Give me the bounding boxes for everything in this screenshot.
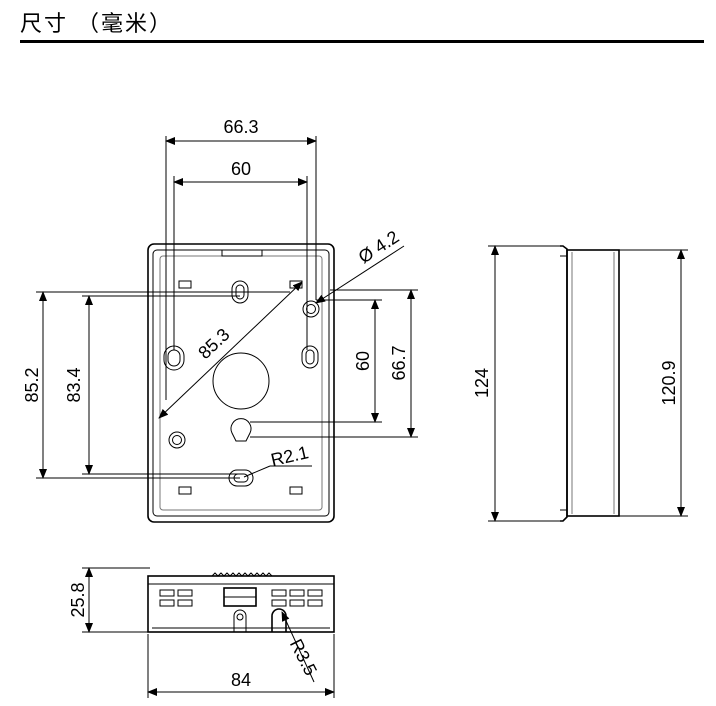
label-diameter: Ø 4.2: [355, 227, 403, 268]
leader-r3-5: [281, 611, 315, 683]
screw-post: [233, 609, 247, 632]
side-cover: [566, 249, 620, 517]
hole-left-lower: [168, 431, 186, 449]
label-120-9: 120.9: [659, 360, 679, 405]
slot-top-right: [289, 280, 303, 289]
label-r3-5: R3.5: [286, 636, 321, 679]
hole-left-lower-inner: [172, 435, 182, 445]
front-outer-frame: [147, 243, 335, 523]
hole-right-upper-inner: [306, 304, 316, 314]
slot-bottom-right: [289, 486, 303, 495]
keyhole-left-inner: [167, 349, 181, 367]
side-view: 124 120.9: [472, 245, 688, 522]
label-66-7: 66.7: [389, 345, 409, 380]
slot-top-left: [178, 280, 192, 289]
label-66-3: 66.3: [223, 117, 258, 137]
page-title: 尺寸 （毫米）: [20, 12, 173, 37]
title-rule: [20, 40, 704, 43]
bottom-body: [147, 575, 335, 633]
label-124: 124: [472, 368, 492, 398]
label-85-3: 85.3: [194, 324, 233, 363]
bottom-vent-teeth: [211, 572, 273, 577]
slot-right-inner: [305, 349, 315, 365]
bottom-view: 25.8 84 R3.5: [68, 567, 335, 698]
front-view: 66.3 60 85.2 83.4 85.3 Ø 4.2 60 66.7: [22, 117, 418, 523]
top-notch: [221, 249, 263, 257]
label-25-8: 25.8: [68, 582, 88, 617]
center-hole: [212, 352, 270, 410]
leader-diameter: [315, 245, 405, 304]
label-85-2: 85.2: [22, 367, 42, 402]
slot-bottom-left: [178, 486, 192, 495]
label-83-4: 83.4: [64, 367, 84, 402]
dim-line-85-3: [158, 281, 303, 419]
hole-right-upper: [302, 300, 320, 318]
keyhole-center: [230, 418, 252, 442]
label-84: 84: [231, 670, 251, 690]
label-60-top: 60: [231, 159, 251, 179]
label-60-right: 60: [353, 351, 373, 371]
side-body: [560, 245, 568, 522]
front-inner-wall: [159, 255, 323, 511]
slot-right: [301, 345, 319, 369]
bottom-notch: [271, 608, 287, 632]
front-inner-frame: [152, 249, 330, 517]
leader-r2-1: [243, 465, 271, 478]
